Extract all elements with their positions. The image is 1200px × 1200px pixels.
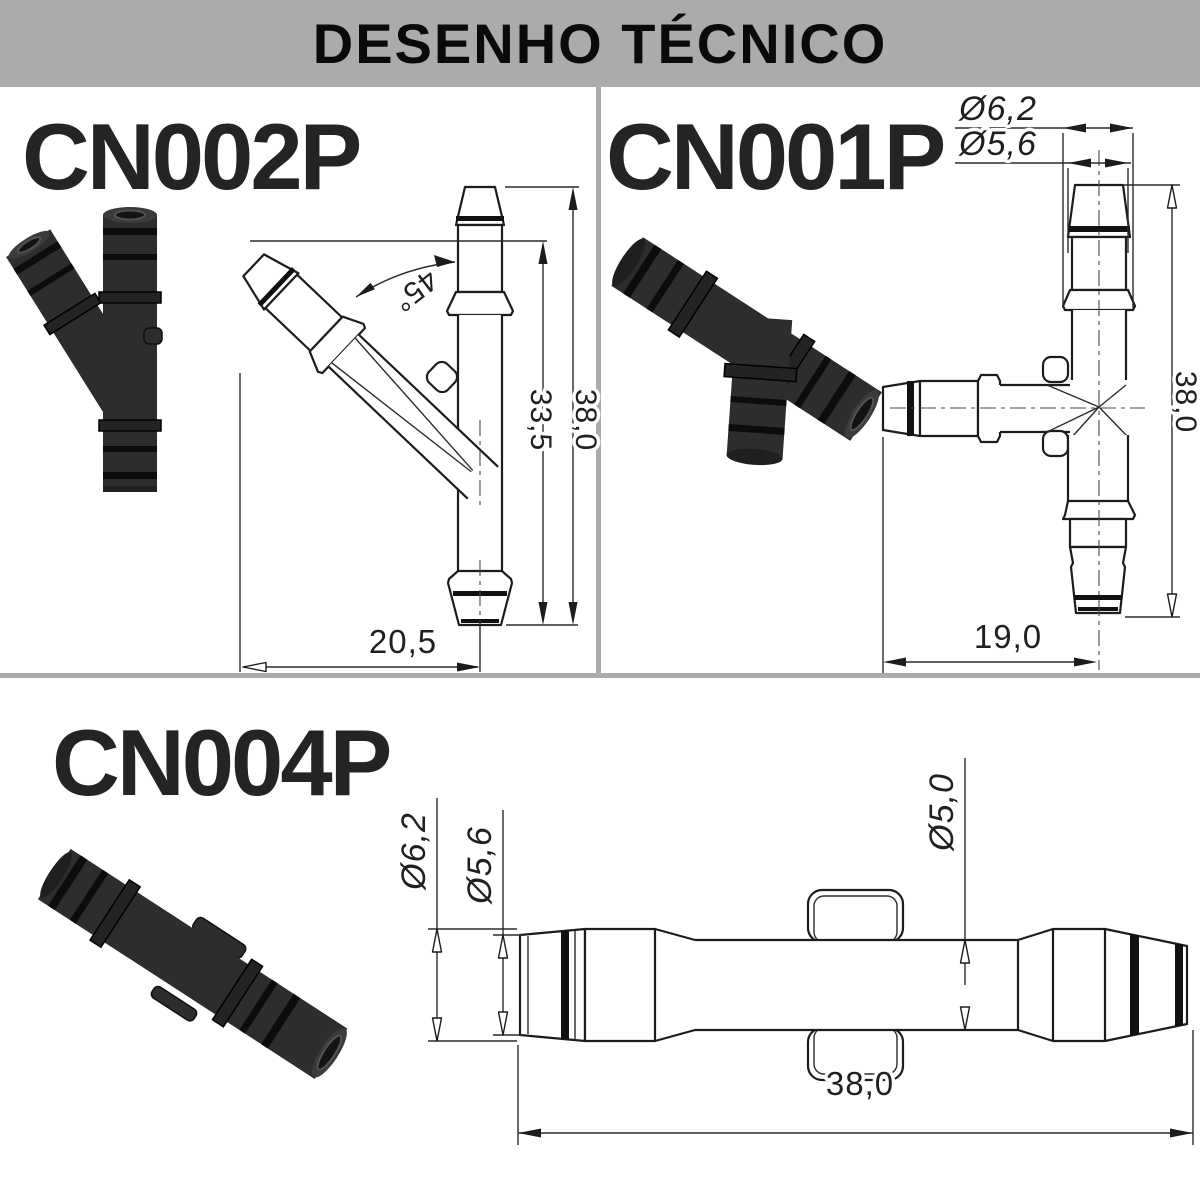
cn001p-dim-width: 19,0 — [974, 618, 1042, 655]
vertical-divider — [596, 87, 601, 676]
cn002p-dim-branch-height: 33,5 — [524, 389, 557, 451]
cn002p-render-branch — [6, 229, 148, 414]
cn002p-render-vertical-tube — [98, 207, 162, 492]
cn001p-title: CN001P — [606, 104, 946, 209]
cn001p-dimensions: Ø6,2 Ø5,6 38,0 19,0 — [882, 87, 1200, 673]
cn001p-dim-outer-diameter: Ø6,2 — [958, 90, 1037, 128]
horizontal-divider — [0, 673, 1200, 678]
cn001p-3d-render — [611, 237, 882, 466]
cn002p-dim-angle: 45° — [386, 263, 444, 319]
cn004p-dim-outer-diameter: Ø6,2 — [395, 812, 433, 891]
cn004p-dim-bore-diameter: Ø5,0 — [923, 773, 961, 852]
cn004p-dimensions: Ø6,2 Ø5,6 Ø5,0 38,0 — [392, 758, 1194, 1145]
cn002p-render-tab — [143, 327, 163, 345]
cn004p-render-body — [37, 848, 348, 1079]
cn001p-render-stem — [723, 316, 798, 466]
page-title: DESENHO TÉCNICO — [312, 12, 888, 75]
cn001p-outline — [881, 150, 1145, 670]
cn001p-dim-inner-diameter: Ø5,6 — [958, 125, 1037, 163]
cn004p-3d-render — [37, 848, 348, 1079]
cn002p-dim-overall-height: 38,0 — [569, 389, 602, 451]
cn004p-outline — [518, 888, 1189, 1082]
cn004p-title: CN004P — [52, 710, 392, 815]
cn002p-drawing: 45° 38,0 33,5 20,5 — [239, 185, 606, 673]
cn004p-drawing: Ø6,2 Ø5,6 Ø5,0 38,0 — [392, 758, 1194, 1145]
header-bar: DESENHO TÉCNICO — [0, 0, 1200, 87]
cn002p-title: CN002P — [22, 104, 362, 209]
cn004p-dim-length: 38,0 — [826, 1065, 894, 1102]
cn004p-dim-inner-diameter: Ø5,6 — [461, 826, 499, 905]
cn002p-dim-width: 20,5 — [369, 623, 437, 660]
cn001p-dim-height: 38,0 — [1169, 371, 1200, 433]
cn002p-outline — [242, 185, 515, 658]
cn002p-3d-render — [6, 207, 163, 492]
cn001p-drawing: Ø6,2 Ø5,6 38,0 19,0 — [881, 87, 1200, 673]
